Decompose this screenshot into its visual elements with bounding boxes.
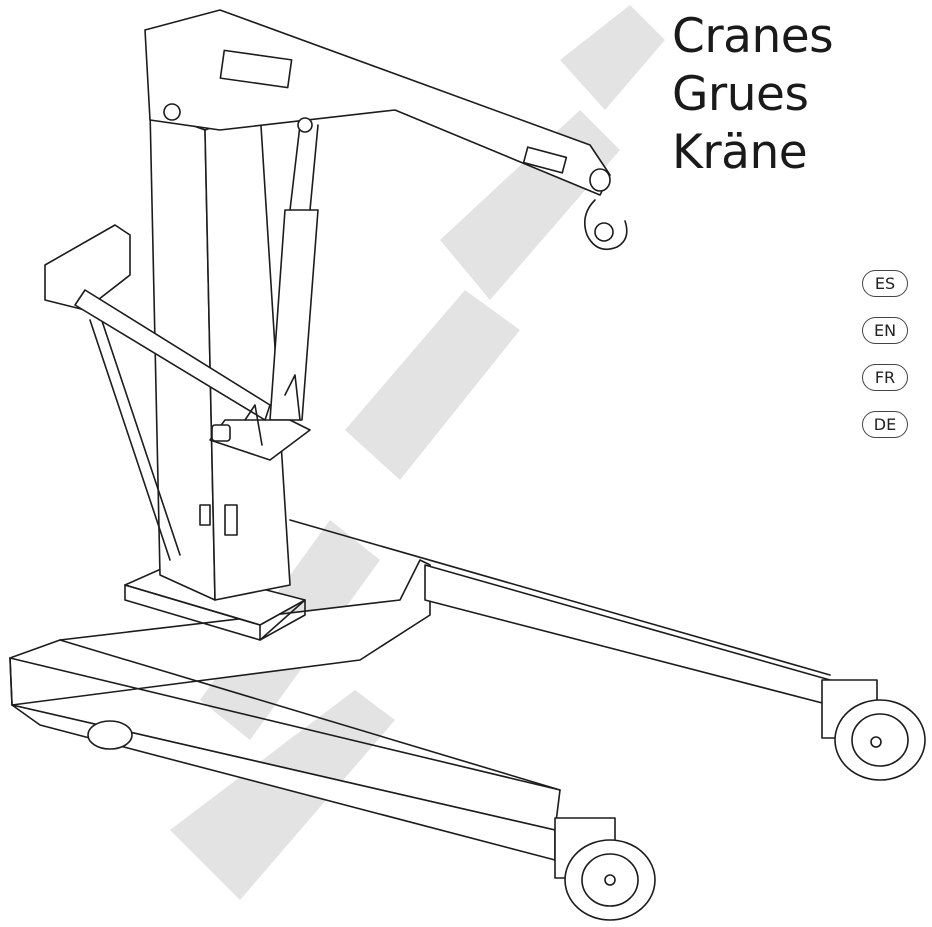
lang-en[interactable]: EN — [862, 317, 908, 344]
crane-drawing — [9, 9, 926, 921]
title-block: Cranes Grues Kräne — [672, 8, 834, 182]
wheel-rear-left — [87, 720, 133, 750]
language-selector: ES EN FR DE — [862, 270, 908, 458]
title-line-en: Cranes — [672, 9, 834, 64]
right-leg — [424, 564, 831, 706]
lang-fr[interactable]: FR — [862, 364, 908, 391]
watermark-letter-a-middle — [345, 290, 520, 480]
pump-handle — [44, 224, 131, 311]
watermark-letter-a-top — [560, 5, 665, 110]
lang-de[interactable]: DE — [862, 411, 908, 438]
title-line-de: Kräne — [672, 125, 808, 180]
wheel-front-right — [834, 699, 926, 781]
title-line-fr: Grues — [672, 67, 809, 122]
hydraulic-cylinder — [269, 209, 319, 421]
wheel-front-left — [564, 839, 656, 921]
base-front-beam — [9, 559, 431, 706]
lang-es[interactable]: ES — [862, 270, 908, 297]
